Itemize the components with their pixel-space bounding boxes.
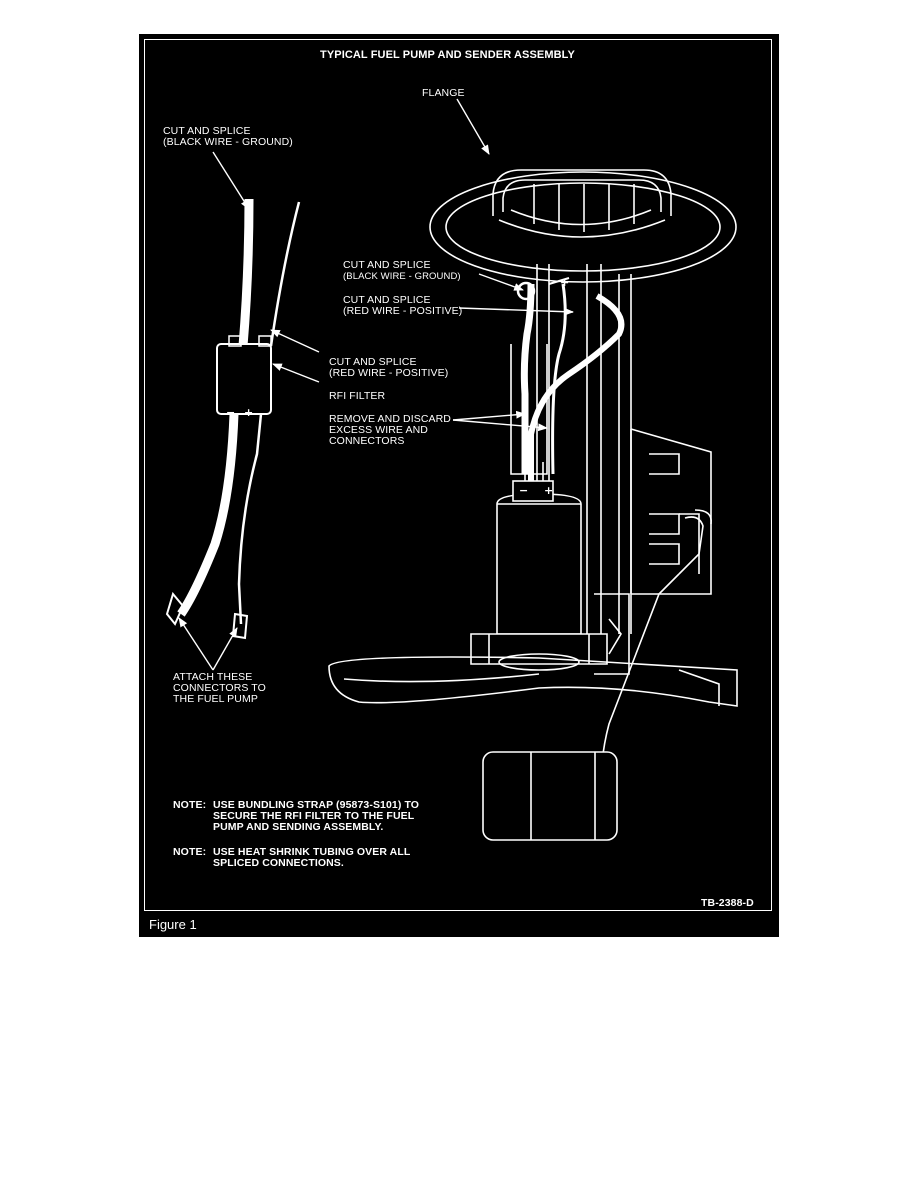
label-remove-discard-line2: EXCESS WIRE AND [329, 424, 428, 436]
label-cut-splice-black-right-line1: CUT AND SPLICE [343, 259, 431, 271]
reference-code: TB-2388-D [701, 897, 754, 909]
sender-unit [630, 428, 712, 595]
note1-line2: SECURE THE RFI FILTER TO THE FUEL [213, 810, 415, 822]
float-assembly [482, 509, 712, 841]
diagram-title: TYPICAL FUEL PUMP AND SENDER ASSEMBLY [320, 49, 575, 61]
leader-arrows [178, 98, 574, 671]
label-attach-line2: CONNECTORS TO [173, 682, 266, 694]
label-remove-discard-line3: CONNECTORS [329, 435, 405, 447]
label-remove-discard-line1: REMOVE AND DISCARD [329, 413, 451, 425]
strainer [328, 593, 738, 707]
flange-wires [516, 277, 625, 489]
flange-plus-symbol: + [560, 276, 570, 289]
pump-plus-symbol: + [544, 484, 554, 497]
note1-line3: PUMP AND SENDING ASSEMBLY. [213, 821, 384, 833]
label-cut-splice-black-left-line2: (BLACK WIRE - GROUND) [163, 136, 293, 148]
filter-minus-symbol: − [226, 406, 236, 419]
figure-caption: Figure 1 [149, 917, 197, 932]
label-cut-splice-red-mid-line2: (RED WIRE - POSITIVE) [329, 367, 449, 379]
diagram-border [144, 39, 772, 911]
fuel-pump-body [470, 462, 608, 665]
label-attach-line3: THE FUEL PUMP [173, 693, 258, 705]
label-rfi-filter: RFI FILTER [329, 390, 386, 402]
flange-illustration [429, 169, 737, 283]
label-cut-splice-red-mid-line1: CUT AND SPLICE [329, 356, 417, 368]
fuel-pump-diagram [165, 98, 738, 841]
note2-line1: USE HEAT SHRINK TUBING OVER ALL [213, 846, 411, 858]
note1-line1: USE BUNDLING STRAP (95873-S101) TO [213, 799, 420, 811]
label-cut-splice-black-left-line1: CUT AND SPLICE [163, 125, 251, 137]
label-cut-splice-red-right-line1: CUT AND SPLICE [343, 294, 431, 306]
label-cut-splice-black-right-line2: (BLACK WIRE - GROUND) [343, 271, 461, 282]
filter-plus-symbol: + [244, 406, 254, 419]
note2-prefix: NOTE: [173, 846, 207, 858]
label-attach-line1: ATTACH THESE [173, 671, 253, 683]
rfi-harness [165, 198, 301, 640]
label-cut-splice-red-right-line2: (RED WIRE - POSITIVE) [343, 305, 463, 317]
note1-prefix: NOTE: [173, 799, 207, 811]
pump-minus-symbol: − [519, 484, 529, 497]
note2-line2: SPLICED CONNECTIONS. [213, 857, 344, 869]
figure-frame: TYPICAL FUEL PUMP AND SENDER ASSEMBLY FL… [139, 34, 779, 937]
label-flange: FLANGE [422, 87, 465, 99]
